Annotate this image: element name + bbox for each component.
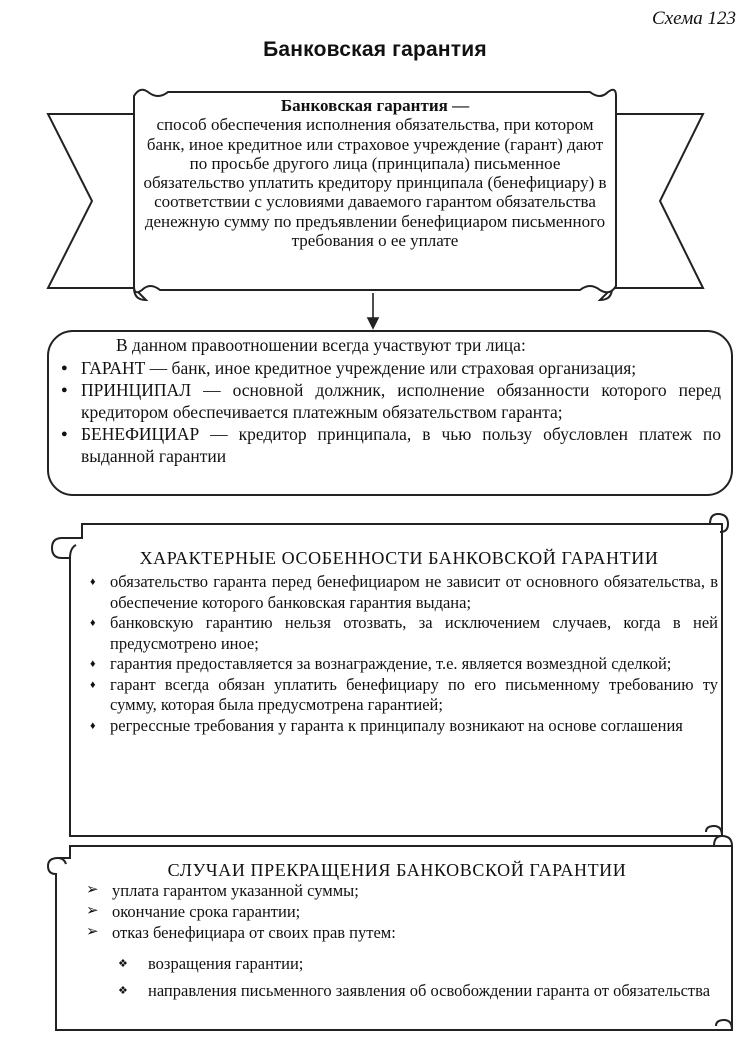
termination-subitem: направления письменного заявления об осв… — [116, 980, 716, 1002]
feature-item: регрессные требования у гаранта к принци… — [88, 716, 718, 737]
feature-item: банковскую гарантию нельзя отозвать, за … — [88, 613, 718, 654]
termination-list: уплата гарантом указанной суммы; окончан… — [86, 880, 706, 943]
termination-item: окончание срока гарантии; — [86, 901, 706, 922]
party-principal: ПРИНЦИПАЛ — основной должник, исполнение… — [57, 379, 721, 423]
parties-box — [47, 330, 733, 496]
page-title: Банковская гарантия — [263, 38, 487, 61]
feature-item: гарантия предоставляется за вознагражден… — [88, 654, 718, 675]
parties-intro: В данном правоотношении всегда участвуют… — [116, 335, 526, 355]
termination-subitem: возращения гарантии; — [116, 953, 716, 975]
scheme-number: Схема 123 — [652, 8, 736, 29]
banner-right-tail — [611, 113, 705, 289]
definition-body: способ обеспечения исполнения обязательс… — [143, 115, 607, 251]
parties-list: ГАРАНТ — банк, иное кредитное учреждение… — [57, 357, 721, 467]
definition-text: Банковская гарантия — способ обеспечения… — [140, 96, 610, 250]
termination-title: СЛУЧАИ ПРЕКРАЩЕНИЯ БАНКОВСКОЙ ГАРАНТИИ — [167, 860, 627, 880]
termination-sublist: возращения гарантии; направления письмен… — [116, 953, 716, 1007]
party-guarantor: ГАРАНТ — банк, иное кредитное учреждение… — [57, 357, 721, 379]
feature-item: обязательство гаранта перед бенефициаром… — [88, 572, 718, 613]
banner-center — [133, 88, 617, 294]
definition-banner — [46, 88, 705, 302]
termination-item: уплата гарантом указанной суммы; — [86, 880, 706, 901]
party-beneficiary: БЕНЕФИЦИАР — кредитор принципала, в чью … — [57, 423, 721, 467]
feature-item: гарант всегда обязан уплатить бенефициар… — [88, 675, 718, 716]
flow-arrow — [366, 293, 380, 330]
features-title: ХАРАКТЕРНЫЕ ОСОБЕННОСТИ БАНКОВСКОЙ ГАРАН… — [139, 548, 659, 568]
banner-left-tail — [46, 113, 135, 289]
features-list: обязательство гаранта перед бенефициаром… — [88, 572, 718, 736]
termination-item: отказ бенефициара от своих прав путем: — [86, 922, 706, 943]
definition-term: Банковская гарантия — — [280, 96, 470, 115]
